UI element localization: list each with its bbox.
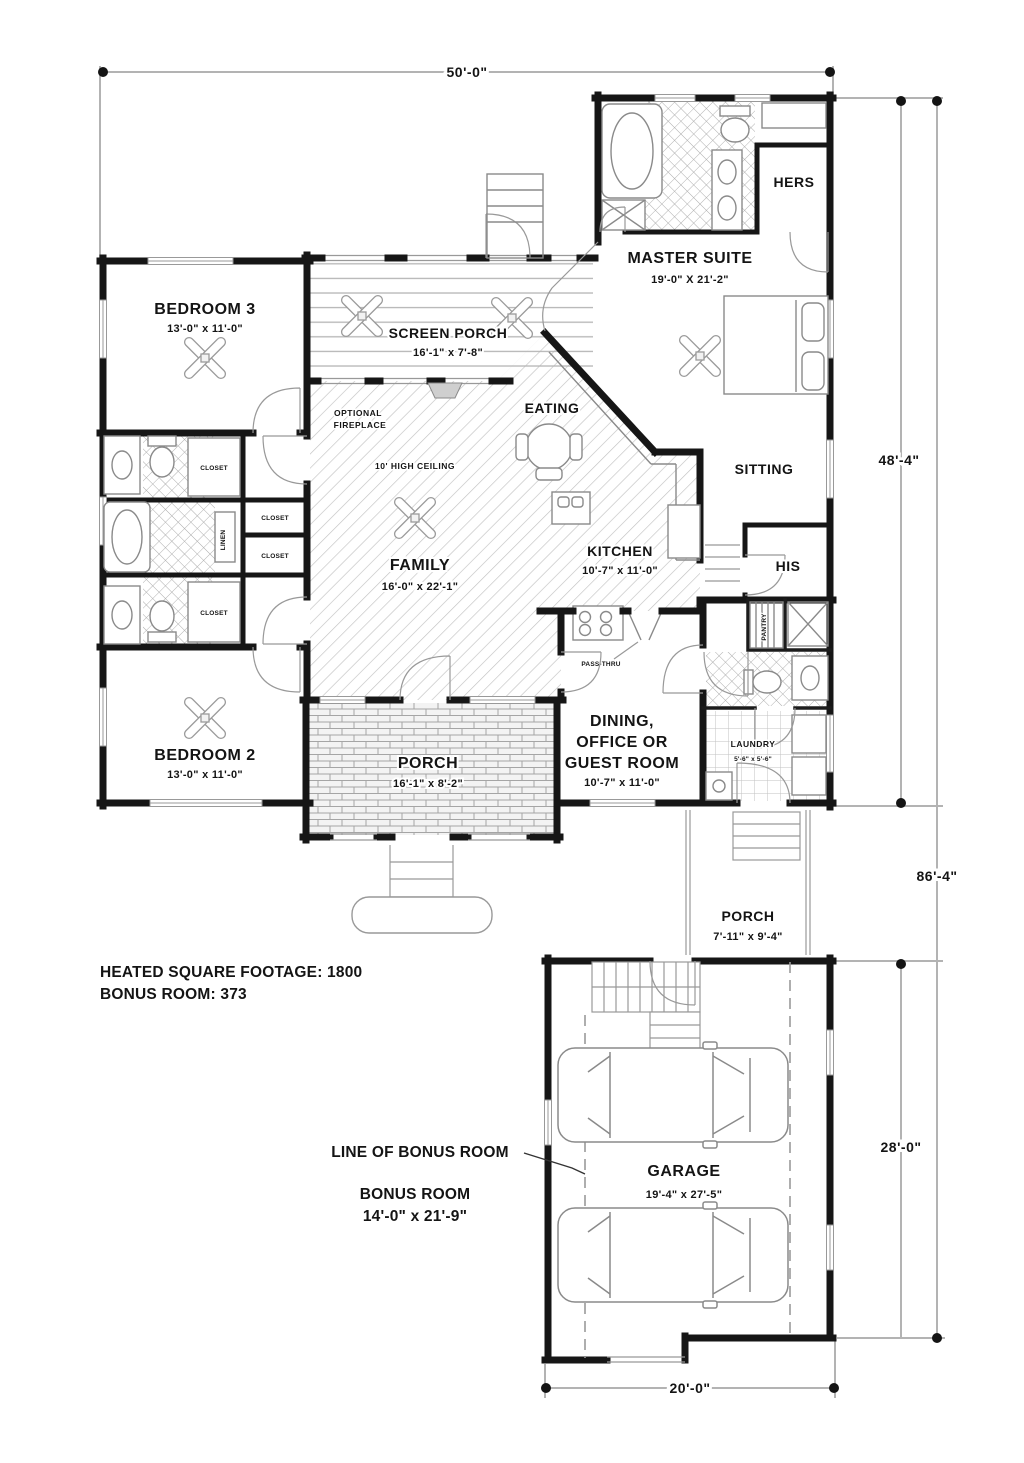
dimension-lines: 50'-0" 48'-4" 86'-4" 28'-0" 20'-0" bbox=[98, 61, 960, 1399]
car-1 bbox=[557, 1041, 789, 1149]
laundry-label: LAUNDRY bbox=[731, 739, 776, 749]
bedroom2-ceiling-fan-icon bbox=[182, 695, 228, 741]
line-of-bonus-room-label: LINE OF BONUS ROOM bbox=[331, 1144, 509, 1161]
garage-door-opening bbox=[607, 1356, 685, 1363]
family-label: FAMILY bbox=[390, 557, 450, 574]
screen-porch-label: SCREEN PORCH bbox=[389, 325, 508, 341]
garage: GARAGE 19'-4" x 27'-5" bbox=[541, 954, 837, 1364]
rear-porch: PORCH 7'-11" x 9'-4" bbox=[685, 810, 811, 955]
closet-label-4: CLOSET bbox=[200, 610, 228, 617]
pantry-fixtures bbox=[749, 601, 829, 649]
master-bath-fixtures bbox=[601, 102, 827, 231]
ceiling-note: 10' HIGH CEILING bbox=[375, 461, 455, 471]
dining-label-line3: GUEST ROOM bbox=[565, 755, 679, 772]
optional-fireplace-shape bbox=[427, 382, 463, 399]
sitting-label: SITTING bbox=[735, 461, 794, 477]
dim-garage-right: 28'-0" bbox=[881, 1139, 922, 1155]
dim-top: 50'-0" bbox=[447, 64, 488, 80]
dining-block-doors bbox=[560, 644, 796, 804]
front-porch-label: PORCH bbox=[398, 755, 458, 772]
garage-size: 19'-4" x 27'-5" bbox=[646, 1189, 722, 1201]
heated-sqft-note: HEATED SQUARE FOOTAGE: 1800 bbox=[100, 964, 362, 981]
fireplace-note-line2: FIREPLACE bbox=[334, 420, 387, 430]
garage-label: GARAGE bbox=[647, 1163, 720, 1180]
bedroom3-ceiling-fan-icon bbox=[182, 335, 228, 381]
master-suite: MASTER SUITE 19'-0" X 21'-2" HERS SITTIN… bbox=[540, 91, 837, 811]
pass-thru-label: PASS-THRU bbox=[581, 661, 620, 668]
bedroom2-size: 13'-0" x 11'-0" bbox=[167, 769, 243, 781]
master-suite-size: 19'-0" X 21'-2" bbox=[651, 274, 729, 286]
bonus-sqft-note: BONUS ROOM: 373 bbox=[100, 986, 247, 1003]
master-doors bbox=[542, 206, 829, 596]
car-2 bbox=[557, 1201, 789, 1309]
laundry-fixtures bbox=[705, 714, 827, 801]
garage-windows bbox=[544, 1029, 834, 1271]
screen-porch: SCREEN PORCH 16'-1" x 7'-8" bbox=[301, 173, 599, 385]
screen-porch-size: 16'-1" x 7'-8" bbox=[413, 347, 483, 359]
rear-porch-size: 7'-11" x 9'-4" bbox=[713, 931, 782, 943]
plan-notes: HEATED SQUARE FOOTAGE: 1800 BONUS ROOM: … bbox=[100, 964, 586, 1225]
bedroom-wing-doors bbox=[252, 387, 308, 693]
bonus-room-label: BONUS ROOM bbox=[360, 1186, 471, 1203]
garage-entry-door bbox=[649, 960, 696, 1006]
eating-table bbox=[515, 423, 583, 481]
master-ceiling-fan-icon bbox=[677, 333, 723, 379]
dining-laundry-block: DINING, OFFICE OR GUEST ROOM 10'-7" x 11… bbox=[556, 596, 837, 807]
attic-stair-treads bbox=[705, 544, 740, 582]
dim-overall-right: 86'-4" bbox=[917, 868, 958, 884]
closet-label-1: CLOSET bbox=[200, 465, 228, 472]
family-kitchen-floor-hatch bbox=[310, 333, 700, 700]
bedroom3-label: BEDROOM 3 bbox=[154, 301, 255, 318]
pass-thru-arrow bbox=[613, 641, 639, 660]
hall-bath-fixtures bbox=[103, 435, 241, 645]
master-bed bbox=[723, 295, 829, 395]
bedroom-wing-windows bbox=[99, 257, 263, 807]
linen-label: LINEN bbox=[220, 530, 227, 551]
dim-upper-right: 48'-4" bbox=[879, 452, 920, 468]
front-porch-size: 16'-1" x 8'-2" bbox=[393, 778, 463, 790]
rear-porch-label: PORCH bbox=[721, 908, 774, 924]
front-family-windows bbox=[319, 696, 536, 704]
laundry-size: 5'-6" x 5'-6" bbox=[734, 756, 772, 763]
rear-porch-steps bbox=[732, 811, 801, 861]
dim-garage-bottom: 20'-0" bbox=[670, 1380, 711, 1396]
chimney bbox=[486, 173, 544, 259]
kitchen-counters bbox=[548, 351, 701, 641]
closet-label-3: CLOSET bbox=[261, 553, 289, 560]
bedroom3-size: 13'-0" x 11'-0" bbox=[167, 323, 243, 335]
kitchen-label: KITCHEN bbox=[587, 543, 653, 559]
bedroom2-label: BEDROOM 2 bbox=[154, 747, 255, 764]
bedroom-wing: BEDROOM 3 13'-0" x 11'-0" BEDROOM 2 13'-… bbox=[96, 251, 314, 810]
eating-label: EATING bbox=[525, 400, 580, 416]
kitchen-eating-family: EATING KITCHEN 10'-7" x 11'-0" FAMILY 16… bbox=[332, 351, 704, 669]
fireplace-note-line1: OPTIONAL bbox=[334, 408, 382, 418]
dining-label-line1: DINING, bbox=[590, 713, 654, 730]
front-porch-brick bbox=[309, 703, 554, 835]
pantry-label: PANTRY bbox=[761, 613, 768, 641]
garage-stairs bbox=[591, 961, 701, 1063]
bonus-room-leader-line bbox=[523, 1152, 586, 1175]
front-door bbox=[399, 655, 451, 701]
family-size: 16'-0" x 22'-1" bbox=[382, 581, 458, 593]
dining-label-line2: OFFICE OR bbox=[576, 734, 668, 751]
dimension-dots bbox=[98, 67, 942, 1393]
hers-closet-label: HERS bbox=[774, 174, 815, 190]
front-steps bbox=[351, 845, 493, 934]
kitchen-size: 10'-7" x 11'-0" bbox=[582, 565, 658, 577]
his-closet-label: HIS bbox=[776, 558, 801, 574]
master-suite-label: MASTER SUITE bbox=[627, 250, 752, 267]
powder-room-fixtures bbox=[743, 655, 829, 701]
front-porch: PORCH 16'-1" x 8'-2" bbox=[299, 655, 567, 934]
master-windows bbox=[654, 94, 834, 773]
dining-size: 10'-7" x 11'-0" bbox=[584, 777, 660, 789]
bonus-room-size: 14'-0" x 21'-9" bbox=[363, 1208, 467, 1225]
closet-label-2: CLOSET bbox=[261, 515, 289, 522]
